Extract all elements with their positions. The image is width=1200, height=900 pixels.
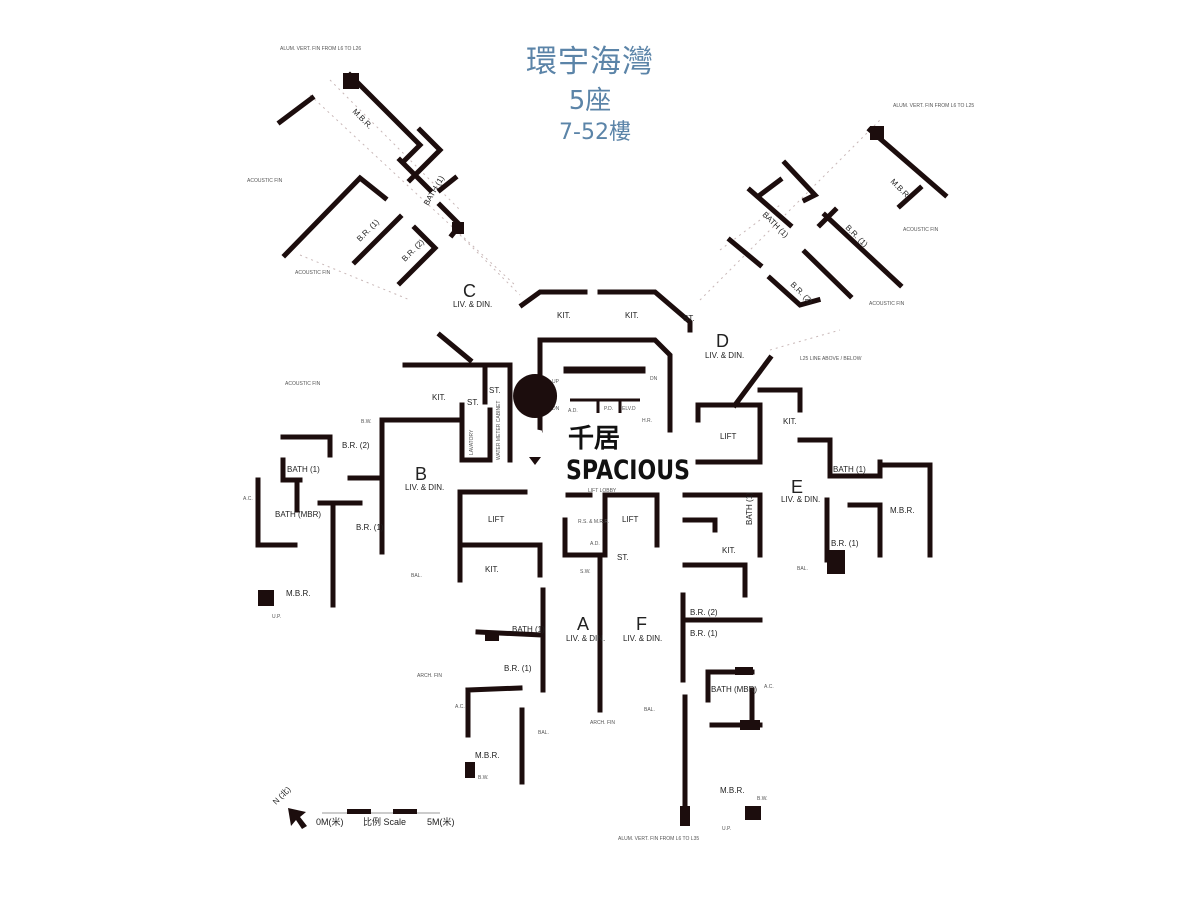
room-label: ACOUSTIC FIN: [869, 301, 905, 307]
room-label: B.R. (1): [504, 664, 532, 673]
unit-c-living: LIV. & DIN.: [453, 300, 492, 309]
room-label: BAL.: [411, 573, 422, 579]
room-label: ARCH. FIN: [590, 720, 615, 726]
room-label: B.R. (1): [356, 523, 384, 532]
room-label: KIT.: [722, 546, 736, 555]
room-label: UP: [552, 379, 560, 385]
room-label: ALUM. VERT. FIN FROM L6 TO L25: [893, 103, 974, 109]
room-label: B.R. (1): [690, 629, 718, 638]
unit-f-letter: F: [636, 614, 647, 634]
room-label: KIT.: [432, 393, 446, 402]
room-label: KIT.: [485, 565, 499, 574]
room-label: B.W.: [361, 419, 372, 425]
room-label: M.B.R.: [351, 107, 375, 131]
room-label: SPACIOUS: [566, 455, 690, 486]
room-label: BAL.: [644, 707, 655, 713]
unit-a-letter: A: [577, 614, 589, 634]
room-label: 5M(米): [427, 816, 455, 827]
room-label: LIFT: [488, 515, 505, 524]
room-label: ELV.D: [622, 406, 636, 412]
north-arrow: N (北): [271, 785, 307, 829]
room-label: LIFT: [720, 432, 737, 441]
room-label: A.D.: [568, 408, 578, 414]
room-label: ACOUSTIC FIN: [285, 381, 321, 387]
room-label: ST.: [683, 314, 695, 323]
unit-d-living: LIV. & DIN.: [705, 351, 744, 360]
room-label: ARCH. FIN: [417, 673, 442, 679]
room-label: BAL.: [538, 730, 549, 736]
scale-bar: 0M(米) 比例 Scale 5M(米): [316, 809, 455, 827]
room-label: KIT.: [557, 311, 571, 320]
tower-number: 5座: [568, 86, 612, 116]
room-label: ALUM. VERT. FIN FROM L6 TO L26: [280, 46, 361, 52]
unit-b-letter: B: [415, 464, 427, 484]
room-label: ALUM. VERT. FIN FROM L6 TO L35: [618, 836, 699, 842]
room-label: M.B.R.: [286, 589, 310, 598]
unit-d-letter: D: [716, 331, 729, 351]
room-label: B.W.: [478, 775, 489, 781]
room-label: 千居: [568, 424, 620, 454]
room-label: 比例 Scale: [363, 816, 406, 827]
unit-a-living: LIV. & DIN.: [566, 634, 605, 643]
floor-range: 7-52樓: [559, 120, 631, 145]
room-label: ST.: [467, 398, 479, 407]
unit-e-letter: E: [791, 477, 803, 497]
annotations: ALUM. VERT. FIN FROM L6 TO L26 ACOUSTIC …: [247, 46, 974, 842]
unit-c-letter: C: [463, 281, 476, 301]
room-label: LAVATORY: [469, 429, 475, 455]
window-lines: [299, 79, 881, 351]
room-label: ACOUSTIC FIN: [295, 270, 331, 276]
room-label: U.P.: [272, 614, 281, 620]
room-label: 0M(米): [316, 816, 344, 827]
room-label: A.C.: [764, 684, 774, 690]
room-label: A.C.: [243, 496, 253, 502]
room-label: B.R. (2): [342, 441, 370, 450]
room-label: N (北): [271, 785, 293, 807]
room-label: B.R. (2): [690, 608, 718, 617]
room-label: U.P.: [722, 826, 731, 832]
room-label: BATH (MBR): [275, 510, 321, 519]
room-label: M.B.R.: [890, 506, 914, 515]
unit-b-living: LIV. & DIN.: [405, 483, 444, 492]
room-label: BATH (1): [833, 465, 866, 474]
estate-name: 環宇海灣: [526, 44, 654, 80]
room-label: DN: [552, 406, 560, 412]
room-label: A.D.: [590, 541, 600, 547]
room-label: ACOUSTIC FIN: [247, 178, 283, 184]
room-label: ST.: [489, 386, 501, 395]
room-label: P.D.: [604, 406, 613, 412]
column-blocks: [258, 73, 884, 826]
room-label: H.R.: [642, 418, 652, 424]
room-label: KIT.: [783, 417, 797, 426]
room-label: BAL.: [797, 566, 808, 572]
room-label: WATER METER CABINET: [496, 401, 502, 460]
room-label: KIT.: [625, 311, 639, 320]
room-label: B.R. (1): [831, 539, 859, 548]
unit-e-living: LIV. & DIN.: [781, 495, 820, 504]
room-label: M.B.R.: [889, 177, 913, 201]
room-label: BATH (MBR): [711, 685, 757, 694]
room-label: BATH (1): [745, 492, 754, 525]
room-label: B.W.: [757, 796, 768, 802]
room-label: LIFT: [622, 515, 639, 524]
room-label: L25 LINE ABOVE / BELOW: [800, 356, 862, 362]
room-label: LIFT LOBBY: [588, 488, 617, 494]
room-label: BATH (1): [287, 465, 320, 474]
spacious-logo: S 千居 SPACIOUS: [513, 374, 690, 486]
room-label: R.S. & M.R.R.: [578, 519, 609, 525]
room-label: ACOUSTIC FIN: [903, 227, 939, 233]
room-label: BATH (1): [512, 625, 545, 634]
room-label: ST.: [617, 553, 629, 562]
room-label: M.B.R.: [720, 786, 744, 795]
room-label: DN: [650, 376, 658, 382]
room-label: S: [524, 425, 546, 460]
unit-f-living: LIV. & DIN.: [623, 634, 662, 643]
room-label: A.C.: [455, 704, 465, 710]
room-label: S.W.: [580, 569, 591, 575]
room-label: M.B.R.: [475, 751, 499, 760]
